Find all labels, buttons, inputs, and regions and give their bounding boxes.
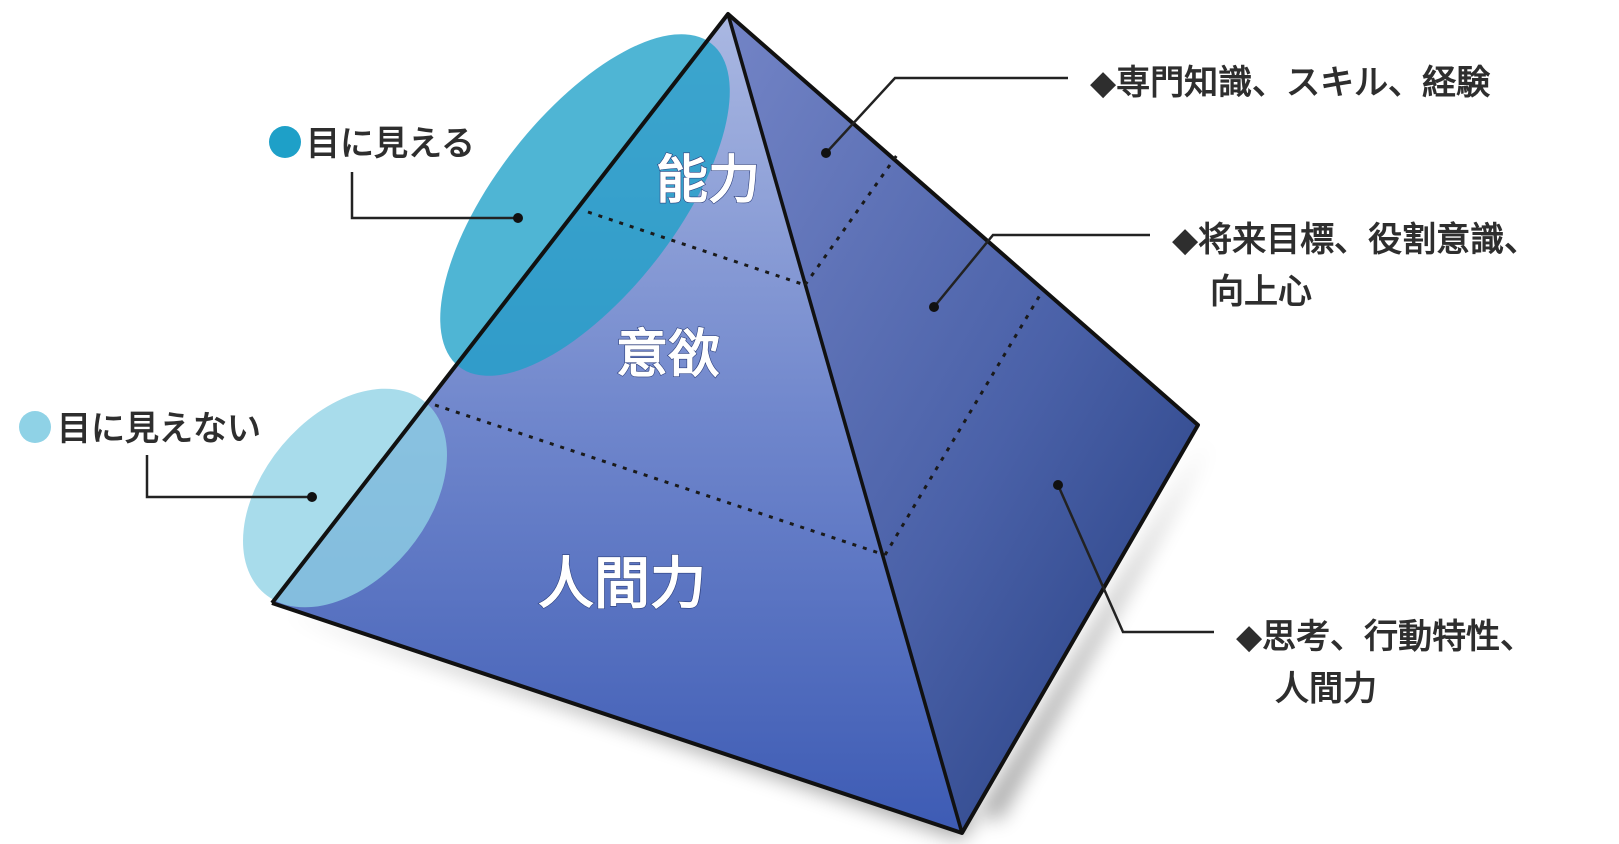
- invisible-legend-dot: [19, 411, 51, 443]
- note-1-leader-line: [825, 76, 1068, 154]
- visible-legend-label: 目に見える: [306, 124, 475, 164]
- front-divider-upper: [587, 210, 806, 287]
- note-3-line-1: ◆思考、行動特性、: [1236, 617, 1534, 657]
- note-2-line-1: ◆将来目標、役割意識、: [1172, 220, 1538, 260]
- note-1-text: ◆専門知識、スキル、経験: [1090, 63, 1491, 103]
- layer-label-ability: 能力: [656, 150, 760, 211]
- note-2-leader-line: [933, 233, 1150, 308]
- note-3-line-2: 人間力: [1275, 669, 1377, 709]
- invisible-leader-line: [145, 455, 312, 499]
- note-3-leader-dot: [1053, 480, 1063, 490]
- note-1-leader-dot: [821, 148, 831, 158]
- visible-leader-dot: [513, 213, 523, 223]
- front-divider-lower: [434, 403, 886, 557]
- note-2-line-2: 向上心: [1210, 272, 1312, 312]
- pyramid-front-face: [272, 14, 962, 833]
- side-divider-upper: [803, 154, 899, 286]
- note-3-text: ◆思考、行動特性、 人間力: [1236, 617, 1546, 709]
- invisible-leader-dot: [307, 492, 317, 502]
- pyramid-outline: [270, 12, 1200, 835]
- layer-label-motivation: 意欲: [616, 324, 720, 385]
- pyramid-center-edge: [726, 13, 964, 834]
- pyramid-side-face: [728, 14, 1198, 833]
- note-2-leader-dot: [929, 302, 939, 312]
- visible-legend-dot: [269, 126, 301, 158]
- note-2-text: ◆将来目標、役割意識、 向上心: [1172, 220, 1550, 312]
- side-divider-lower: [883, 289, 1045, 556]
- note-1-line-1: ◆専門知識、スキル、経験: [1090, 63, 1491, 103]
- invisible-legend-label: 目に見えない: [57, 409, 261, 449]
- note-3-leader-line: [1056, 484, 1214, 634]
- visible-leader-line: [350, 172, 518, 220]
- layer-label-humanity: 人間力: [538, 551, 706, 617]
